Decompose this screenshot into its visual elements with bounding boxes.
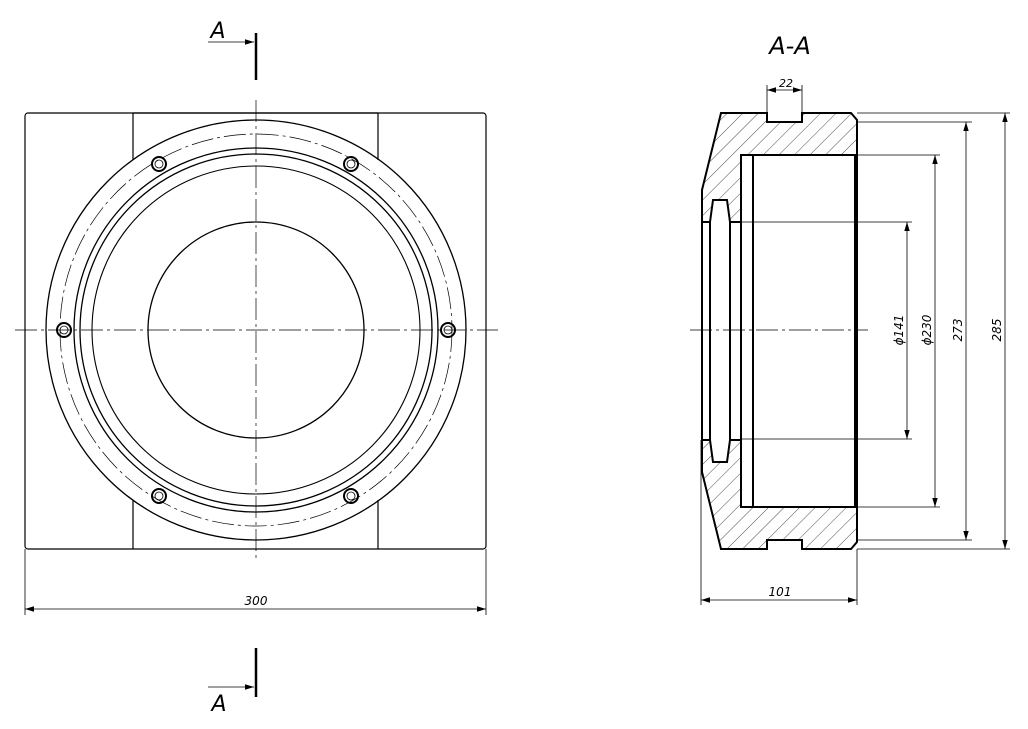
section-title: A-A [767, 32, 811, 60]
front-view: 300 A A [15, 19, 498, 717]
center-block [132, 112, 379, 549]
bolt-hole [151, 488, 167, 504]
section-hatch-top [701, 112, 858, 223]
dim-label-285: 285 [990, 319, 1004, 342]
dim-label-273: 273 [951, 319, 965, 342]
dim-label-22: 22 [779, 77, 793, 90]
dim-extensions-vertical [741, 112, 1010, 550]
bolt-hole [343, 156, 359, 172]
bolt-hole [151, 156, 167, 172]
dim-label-230: ϕ230 [920, 314, 934, 345]
base-outline [24, 112, 487, 550]
dim-label-141: ϕ141 [892, 315, 906, 346]
section-hatch-bottom [701, 439, 858, 550]
section-marker-bottom: A [209, 692, 226, 717]
section-inner-lines [701, 155, 858, 507]
dim-label-300: 300 [245, 594, 268, 608]
dim-label-101: 101 [769, 585, 792, 599]
section-view: A-A 22 ϕ141 ϕ230 273 285 101 [690, 32, 1010, 605]
bolt-hole [343, 488, 359, 504]
section-marker-top: A [208, 19, 225, 44]
dim-extension-101 [700, 440, 858, 605]
